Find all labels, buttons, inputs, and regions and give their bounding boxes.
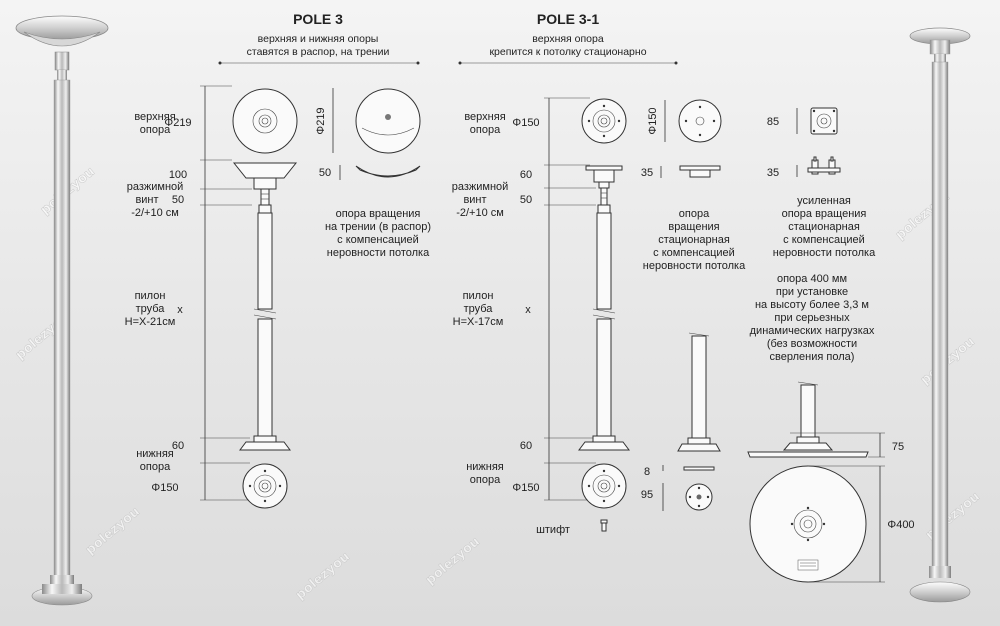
pole3-x: x — [177, 304, 183, 316]
pole31-title: POLE 3-1 — [537, 11, 599, 27]
pole3-top-plate — [232, 88, 298, 154]
pole31-base-height-8: 8 — [644, 466, 650, 478]
big-base-assembly — [747, 381, 869, 458]
big-base-desc-5: динамических нагрузках — [750, 325, 875, 337]
reinforced-desc-2: опора вращения — [782, 208, 867, 220]
pole31-desc-2: вращения — [668, 221, 719, 233]
pole3-screw-label-2: винт — [135, 194, 158, 206]
pole3-screw-label-1: разжимной — [127, 181, 184, 193]
pole3-desc-4: неровности потолка — [327, 247, 430, 259]
pole3-bottom-plate — [242, 463, 288, 509]
reinforced-desc-5: неровности потолка — [773, 247, 876, 259]
pole3-height-100: 100 — [169, 169, 187, 181]
pole3-desc-1: опора вращения — [336, 208, 421, 220]
pole31-subtitle-2: крепится к потолку стационарно — [489, 46, 646, 58]
pole3-top-label-2: опора — [140, 124, 171, 136]
pole31-subtitle-1: верхняя опора — [532, 33, 604, 45]
pole31-desc-3: стационарная — [658, 234, 730, 246]
pole3-dome-side — [355, 165, 421, 178]
pole3-top-label-1: верхняя — [134, 111, 175, 123]
pole31-x: x — [525, 304, 531, 316]
reinforced-top-square — [810, 107, 838, 135]
big-base-desc-4: при серьезных — [774, 312, 850, 324]
pole3-bottom-label-1: нижняя — [136, 448, 174, 460]
big-base-top-view — [749, 465, 867, 583]
reinforced-desc-3: стационарная — [788, 221, 860, 233]
reinforced-top-side — [807, 156, 841, 175]
pole31-top-plate-side — [679, 165, 721, 178]
big-base-desc-1: опора 400 мм — [777, 273, 847, 285]
pole3-side-height-50: 50 — [319, 167, 331, 179]
big-base-desc-7: сверления пола) — [770, 351, 855, 363]
pole3-rule-endpoint — [218, 61, 222, 65]
pole3-title: POLE 3 — [293, 11, 343, 27]
pole3-tube-label-3: H=X-21см — [125, 316, 176, 328]
pole3-height-60: 60 — [172, 440, 184, 452]
pole31-bottom-diameter: Φ150 — [512, 482, 539, 494]
pole31-height-60-bottom: 60 — [520, 440, 532, 452]
pole31-bottom-label-2: опора — [470, 474, 501, 486]
pole31-rule-endpoint — [458, 61, 462, 65]
reinforced-desc-1: усиленная — [797, 195, 851, 207]
pole3-subtitle-1: верхняя и нижняя опоры — [258, 33, 379, 45]
pole31-side-height-35: 35 — [641, 167, 653, 179]
reinforced-desc-4: с компенсацией — [783, 234, 865, 246]
pole3-desc-2: на трении (в распор) — [325, 221, 431, 233]
watermark: polezyou — [293, 549, 353, 603]
pole31-top-label-2: опора — [470, 124, 501, 136]
pole3-tube-label-2: труба — [136, 303, 166, 315]
pole3-rule-endpoint — [416, 61, 420, 65]
pole31-side-diameter: Φ150 — [647, 107, 659, 134]
pole31-screw-label-1: разжимной — [452, 181, 509, 193]
pole31-height-60: 60 — [520, 169, 532, 181]
pole31-tube-label-1: пилон — [463, 290, 494, 302]
watermark: polezyou — [423, 534, 483, 588]
reinforced-height-85: 85 — [767, 116, 779, 128]
pole3-height-50: 50 — [172, 194, 184, 206]
pole31-top-label-1: верхняя — [464, 111, 505, 123]
pole31-tube-label-3: H=X-17см — [453, 316, 504, 328]
big-base-desc-2: при установке — [776, 286, 848, 298]
pole31-tube-label-2: труба — [464, 303, 494, 315]
pole31-rule-endpoint — [674, 61, 678, 65]
pole31-top-diameter: Φ150 — [512, 117, 539, 129]
pole31-top-plate — [581, 98, 627, 144]
pole31-screw-label-2: винт — [463, 194, 486, 206]
pole3-top-diameter: Φ219 — [164, 117, 191, 129]
pole3-screw-label-3: -2/+10 см — [131, 207, 179, 219]
big-base-diameter-400: Φ400 — [887, 519, 914, 531]
pole31-top-plate-view2 — [678, 99, 722, 143]
pole31-assembly — [578, 165, 630, 451]
pole3-dome-top — [355, 88, 421, 154]
big-base-height-75: 75 — [892, 441, 904, 453]
pole3-tube-label-1: пилон — [135, 290, 166, 302]
pole31-desc-1: опора — [679, 208, 710, 220]
stationary-base-assembly — [677, 332, 721, 511]
pole3-side-diameter: Φ219 — [315, 107, 327, 134]
pole-photo-left — [15, 15, 109, 606]
big-base-desc-6: (без возможности — [767, 338, 857, 350]
pole3-assembly — [232, 162, 298, 451]
pole31-pin-label: штифт — [536, 524, 570, 536]
pole31-base-height-95: 95 — [641, 489, 653, 501]
big-base-desc-3: на высоту более 3,3 м — [755, 299, 869, 311]
pole31-bottom-plate — [581, 463, 627, 509]
pole3-desc-3: с компенсацией — [337, 234, 419, 246]
pole31-height-50: 50 — [520, 194, 532, 206]
pole31-screw-label-3: -2/+10 см — [456, 207, 504, 219]
pole-photo-right — [909, 27, 971, 603]
pole3-bottom-label-2: опора — [140, 461, 171, 473]
pole31-desc-4: с компенсацией — [653, 247, 735, 259]
watermark: polezyou — [83, 504, 143, 558]
pole31-desc-5: неровности потолка — [643, 260, 746, 272]
pole3-bottom-diameter: Φ150 — [151, 482, 178, 494]
reinforced-height-35: 35 — [767, 167, 779, 179]
pole31-bottom-label-1: нижняя — [466, 461, 504, 473]
pole3-subtitle-2: ставятся в распор, на трении — [247, 46, 390, 58]
pin-icon — [600, 519, 608, 532]
